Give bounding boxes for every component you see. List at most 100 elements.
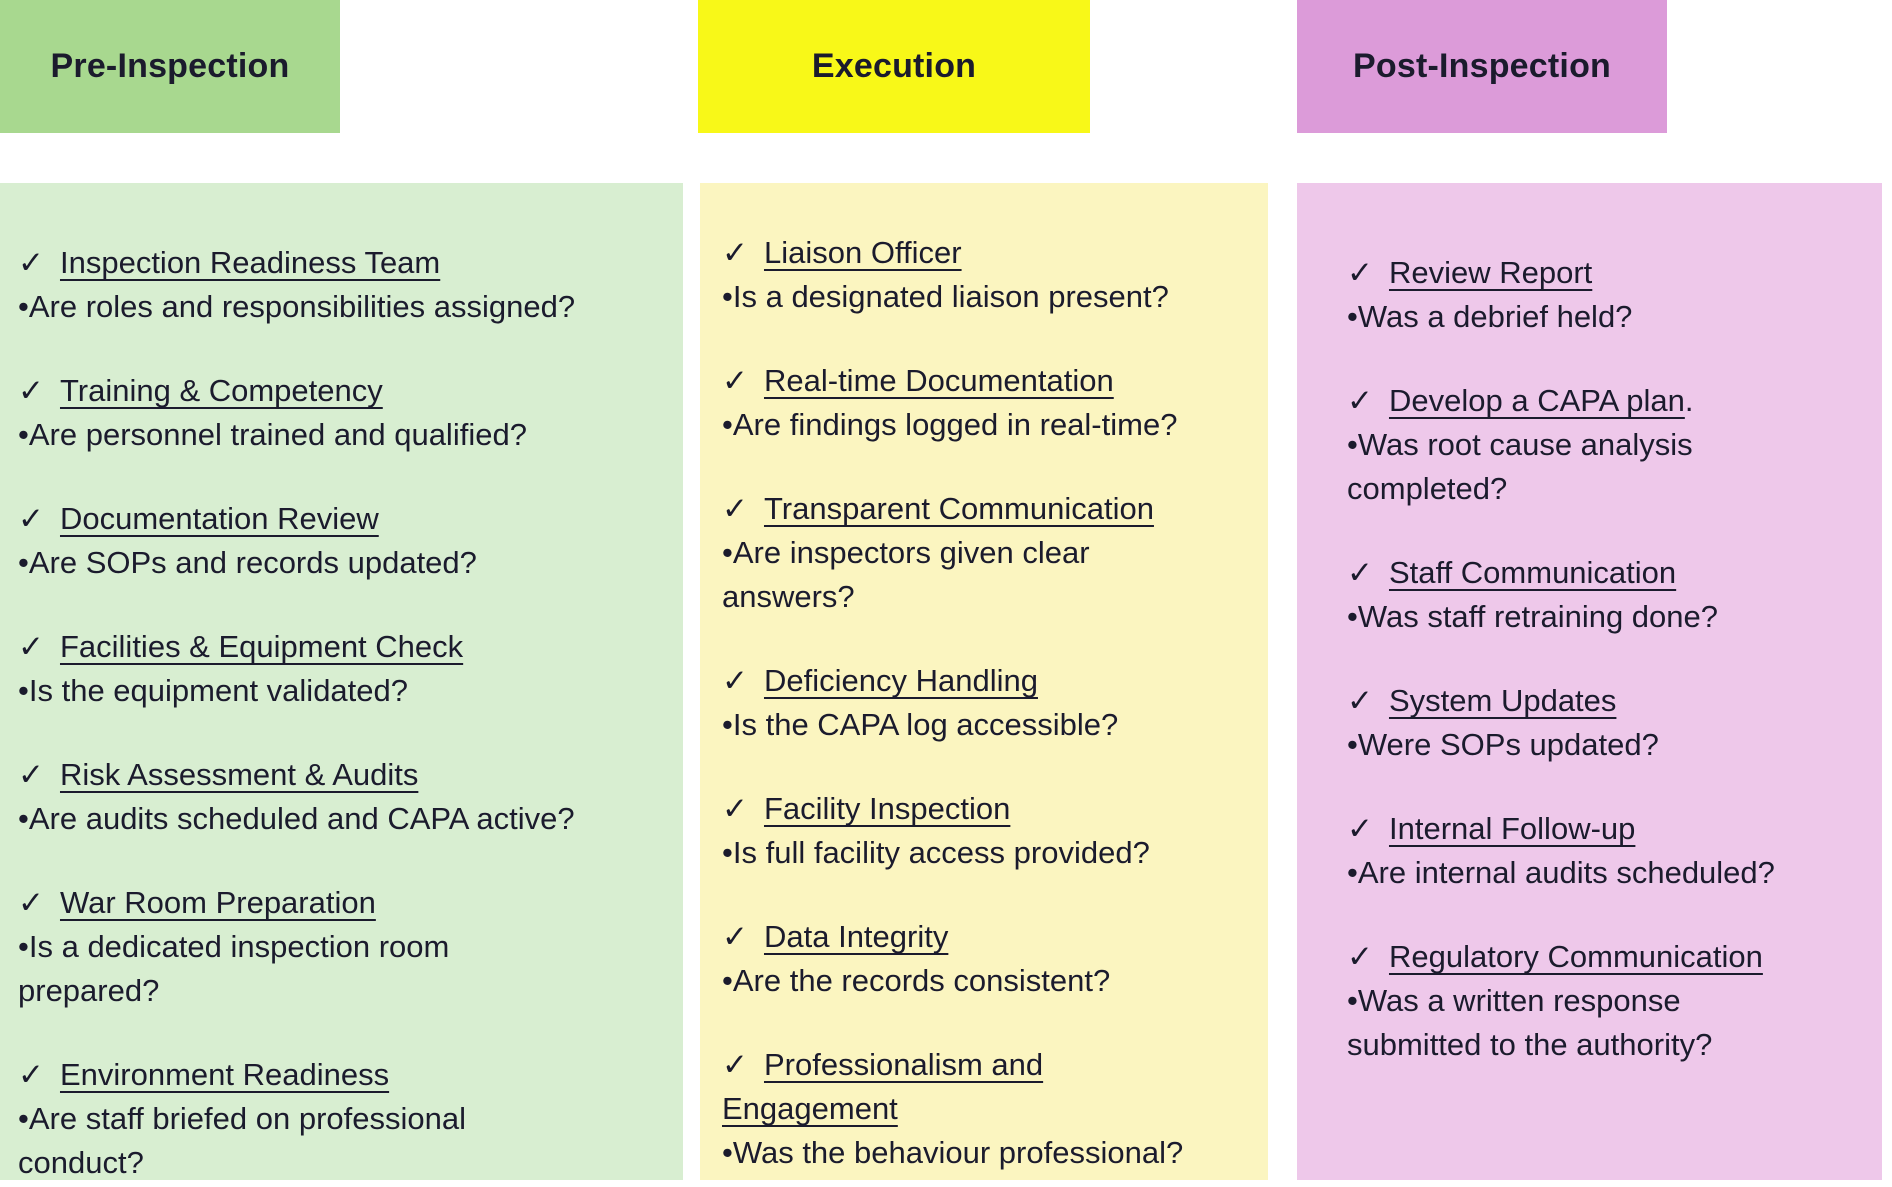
column-header-execution: Execution: [698, 0, 1090, 133]
check-icon: ✓: [1347, 383, 1373, 418]
checklist-item: ✓System Updates •Were SOPs updated?: [1347, 679, 1872, 767]
check-icon: ✓: [18, 629, 44, 664]
check-icon: ✓: [722, 491, 748, 526]
checklist-item: ✓ Training & Competency •Are personnel tra…: [18, 369, 673, 457]
bullet-icon: •: [1347, 599, 1358, 634]
checklist-item: ✓ Internal Follow-up •Are internal audits …: [1347, 807, 1872, 895]
item-question-line: •Is full facility access provided?: [722, 835, 1150, 870]
item-heading-line: Engagement: [722, 1087, 1258, 1131]
item-question-line: •Is a dedicated inspection room: [18, 929, 450, 964]
item-heading-text: Facility Inspection: [763, 791, 1011, 826]
item-heading-text: Review Report: [1388, 255, 1593, 290]
bullet-icon: •: [1347, 727, 1358, 762]
item-heading-text: Engagement: [722, 1091, 898, 1126]
item-heading-text: Professionalism and: [763, 1047, 1044, 1082]
check-icon: ✓: [18, 501, 44, 536]
item-heading-text: Deficiency Handling: [763, 663, 1038, 698]
check-icon: ✓: [722, 791, 748, 826]
item-question-line: answers?: [722, 579, 855, 614]
item-heading-text: Data Integrity: [763, 919, 949, 954]
check-icon: ✓: [722, 235, 748, 270]
item-question-line: conduct?: [18, 1145, 144, 1180]
item-question-line: •Is the CAPA log accessible?: [722, 707, 1119, 742]
item-question-line: •Are personnel trained and qualified?: [18, 417, 527, 452]
item-heading-line: ✓Transparent Communication: [722, 487, 1258, 531]
item-heading-line: ✓ Professionalism and: [722, 1043, 1258, 1087]
item-heading-line: ✓ Liaison Officer: [722, 231, 1258, 275]
item-question-line: •Was a debrief held?: [1347, 299, 1633, 334]
item-heading-text: Training & Competency: [59, 373, 383, 408]
column-title: Post-Inspection: [1352, 47, 1612, 85]
item-heading-text: Documentation Review: [59, 501, 379, 536]
bullet-icon: •: [722, 535, 733, 570]
bullet-icon: •: [1347, 983, 1358, 1018]
item-question-line: •Were SOPs updated?: [1347, 727, 1659, 762]
check-icon: ✓: [18, 373, 44, 408]
checklist-item: ✓Data Integrity•Are the records consiste…: [722, 915, 1258, 1003]
checklist-item: ✓ Liaison Officer •Is a designated liaison…: [722, 231, 1258, 319]
bullet-icon: •: [1347, 299, 1358, 334]
check-icon: ✓: [18, 757, 44, 792]
check-icon: ✓: [722, 1047, 748, 1082]
item-heading-line: ✓Inspection Readiness Team: [18, 241, 673, 285]
check-icon: ✓: [18, 245, 44, 280]
item-question-line: •Are internal audits scheduled?: [1347, 855, 1775, 890]
checklist-item: ✓ Deficiency Handling •Is the CAPA log acc…: [722, 659, 1258, 747]
check-icon: ✓: [18, 885, 44, 920]
checklist-item: ✓Review Report•Was a debrief held?: [1347, 251, 1872, 339]
item-question-line: •Are inspectors given clear: [722, 535, 1090, 570]
item-heading-line: ✓ Risk Assessment & Audits: [18, 753, 673, 797]
check-icon: ✓: [722, 919, 748, 954]
item-heading-text: Risk Assessment & Audits: [59, 757, 419, 792]
bullet-icon: •: [722, 707, 733, 742]
check-icon: ✓: [1347, 811, 1373, 846]
item-heading-line: ✓ Training & Competency: [18, 369, 673, 413]
item-question-line: prepared?: [18, 973, 160, 1008]
checklist-item: ✓ Risk Assessment & Audits •Are audits sch…: [18, 753, 673, 841]
check-icon: ✓: [722, 363, 748, 398]
item-heading-line: ✓ Documentation Review: [18, 497, 673, 541]
bullet-icon: •: [1347, 427, 1358, 462]
item-heading-line: ✓Environment Readiness: [18, 1053, 673, 1097]
item-heading-line: ✓ Internal Follow-up: [1347, 807, 1872, 851]
item-heading-line: ✓System Updates: [1347, 679, 1872, 723]
item-question-line: •Was root cause analysis: [1347, 427, 1693, 462]
column-header-pre-inspection: Pre-Inspection: [0, 0, 340, 133]
bullet-icon: •: [18, 673, 29, 708]
checklist-item: ✓ Documentation Review •Are SOPs and recor…: [18, 497, 673, 585]
bullet-icon: •: [18, 417, 29, 452]
checklist-item: ✓Facilities & Equipment Check•Is the equ…: [18, 625, 673, 713]
item-question-line: •Are audits scheduled and CAPA active?: [18, 801, 575, 836]
item-question-line: •Are findings logged in real-time?: [722, 407, 1178, 442]
item-question-line: •Was a written response: [1347, 983, 1681, 1018]
item-question-line: •Was staff retraining done?: [1347, 599, 1719, 634]
item-heading-text: Liaison Officer: [763, 235, 962, 270]
item-heading-text: Environment Readiness: [59, 1057, 390, 1092]
bullet-icon: •: [18, 1101, 29, 1136]
check-icon: ✓: [1347, 555, 1373, 590]
checklist-item: ✓Transparent Communication •Are inspector…: [722, 487, 1258, 619]
item-heading-text: Internal Follow-up: [1388, 811, 1636, 846]
item-heading-text: Real-time Documentation: [763, 363, 1114, 398]
checklist-item: ✓ Develop a CAPA plan. •Was root cause ana…: [1347, 379, 1872, 511]
item-question-line: •Are roles and responsibilities assigned…: [18, 289, 576, 324]
item-heading-line: ✓ Facility Inspection: [722, 787, 1258, 831]
item-heading-line: ✓ Real-time Documentation: [722, 359, 1258, 403]
checklist-item: ✓ Real-time Documentation •Are findings lo…: [722, 359, 1258, 447]
item-question-line: •Are SOPs and records updated?: [18, 545, 477, 580]
bullet-icon: •: [722, 1135, 733, 1170]
item-heading-text: Develop a CAPA plan: [1388, 383, 1685, 418]
item-heading-suffix: .: [1684, 383, 1694, 418]
bullet-icon: •: [722, 407, 733, 442]
item-question-line: •Is a designated liaison present?: [722, 279, 1169, 314]
item-heading-line: ✓War Room Preparation: [18, 881, 673, 925]
checklist-item: ✓Regulatory Communication•Was a written …: [1347, 935, 1872, 1067]
column-header-post-inspection: Post-Inspection: [1297, 0, 1667, 133]
check-icon: ✓: [722, 663, 748, 698]
bullet-icon: •: [722, 835, 733, 870]
item-heading-line: ✓ Data Integrity: [722, 915, 1258, 959]
item-heading-text: Staff Communication: [1388, 555, 1677, 590]
item-question-line: submitted to the authority?: [1347, 1027, 1713, 1062]
bullet-icon: •: [18, 545, 29, 580]
checklist-item: ✓Environment Readiness•Are staff briefed…: [18, 1053, 673, 1180]
